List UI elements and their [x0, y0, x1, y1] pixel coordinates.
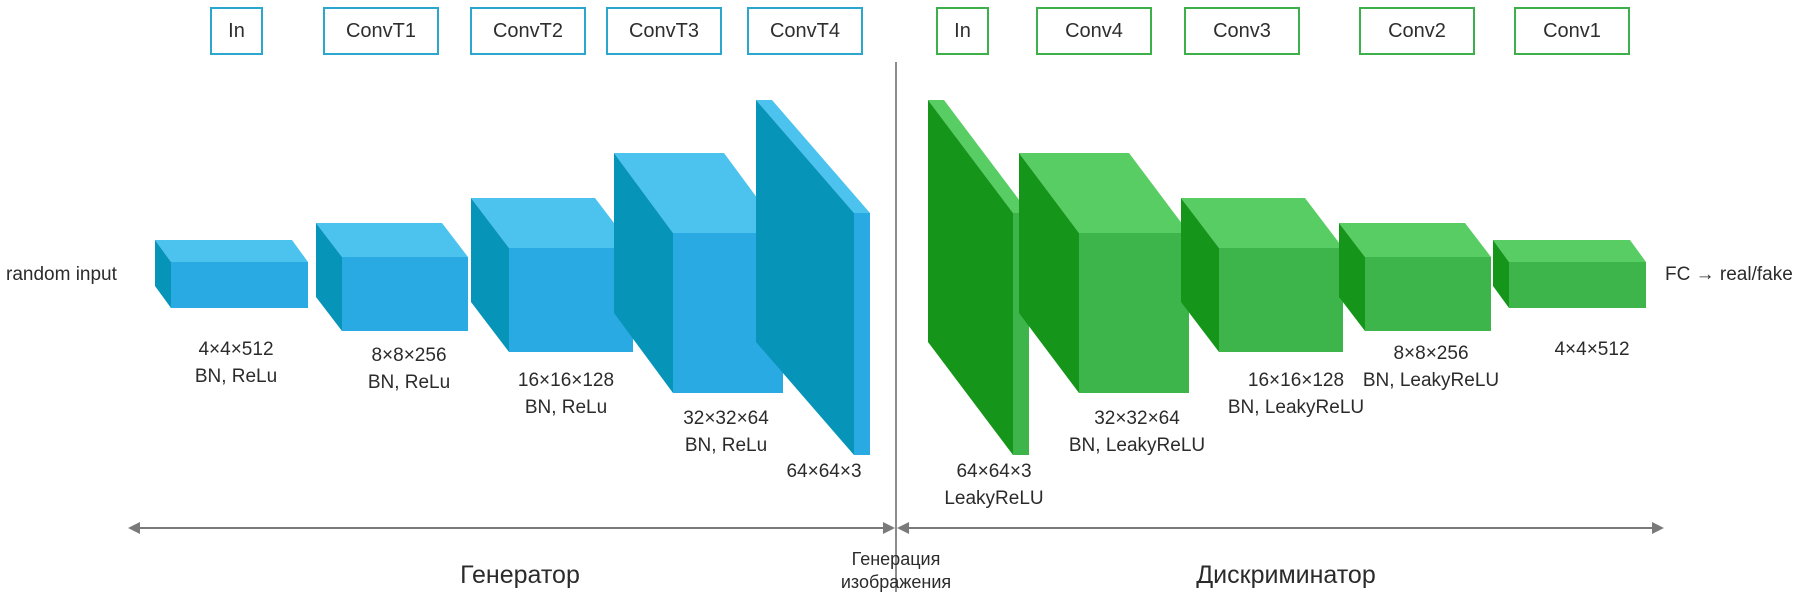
- dis-block-5-side: [1493, 240, 1509, 308]
- gen-layer-4-label: 32×32×64 BN, ReLu: [626, 405, 826, 459]
- gen-layer-3-dims: 16×16×128: [517, 370, 615, 391]
- generator-section-label: Генератор: [460, 561, 580, 589]
- gen-block-3-side: [471, 198, 509, 352]
- dis-block-3-front: [1219, 248, 1343, 352]
- dis-layer-3-ops: BN, LeakyReLU: [1227, 397, 1365, 418]
- gen-block-5-top: [756, 100, 870, 213]
- header-conv4: Conv4: [1036, 7, 1152, 55]
- gen-layer-1-label: 4×4×512 BN, ReLu: [136, 336, 336, 390]
- random-input-label: random input: [6, 264, 117, 285]
- dis-layer-3-dims: 16×16×128: [1247, 370, 1345, 391]
- gen-layer-5-label: 64×64×3: [724, 458, 924, 485]
- dis-layer-2-ops: BN, LeakyReLU: [1068, 435, 1206, 456]
- header-conv2: Conv2: [1359, 7, 1475, 55]
- dis-layer-3-label: 16×16×128 BN, LeakyReLU: [1196, 367, 1396, 421]
- gen-block-5-front: [854, 213, 870, 455]
- gen-layer-3-label: 16×16×128 BN, ReLu: [466, 367, 666, 421]
- header-convt1: ConvT1: [323, 7, 439, 55]
- gen-layer-2-ops: BN, ReLu: [367, 372, 451, 393]
- dis-layer-2-dims: 32×32×64: [1094, 408, 1180, 429]
- gen-block-2-front: [342, 257, 468, 331]
- gen-layer-1-dims: 4×4×512: [198, 339, 274, 360]
- header-gen-in: In: [210, 7, 263, 55]
- dis-layer-4-dims: 8×8×256: [1393, 343, 1469, 364]
- gen-layer-5-dims: 64×64×3: [786, 461, 862, 482]
- dis-block-4-top: [1339, 223, 1491, 257]
- gen-layer-4-ops: BN, ReLu: [684, 435, 768, 456]
- dis-layer-4-ops: BN, LeakyReLU: [1362, 370, 1500, 391]
- dis-block-5-front: [1509, 262, 1646, 308]
- gen-layer-4-dims: 32×32×64: [683, 408, 769, 429]
- gen-block-4-top: [614, 153, 783, 233]
- gen-layer-2-dims: 8×8×256: [371, 345, 447, 366]
- gen-block-1-front: [171, 262, 308, 308]
- dis-layer-1-label: 64×64×3 LeakyReLU: [894, 458, 1094, 512]
- header-conv1: Conv1: [1514, 7, 1630, 55]
- dis-layer-1-dims: 64×64×3: [956, 461, 1032, 482]
- image-generation-line-2: изображения: [840, 572, 952, 592]
- dis-block-2-top: [1019, 153, 1189, 233]
- fc-output-label: FC → real/fake: [1665, 264, 1793, 285]
- dis-layer-2-label: 32×32×64 BN, LeakyReLU: [1037, 405, 1237, 459]
- gen-layer-1-ops: BN, ReLu: [194, 366, 278, 387]
- header-convt3: ConvT3: [606, 7, 722, 55]
- gen-block-4-front: [673, 233, 783, 393]
- dis-layer-4-label: 8×8×256 BN, LeakyReLU: [1331, 340, 1531, 394]
- gen-block-3-top: [471, 198, 633, 248]
- dis-block-5-top: [1493, 240, 1646, 262]
- gen-block-2-top: [316, 223, 468, 257]
- dis-block-1-top: [928, 100, 1029, 213]
- gen-layer-3-ops: BN, ReLu: [524, 397, 608, 418]
- gen-block-1-side: [155, 240, 171, 308]
- discriminator-section-label: Дискриминатор: [1196, 561, 1376, 589]
- gen-block-3-front: [509, 248, 633, 352]
- gen-block-5-side: [756, 100, 854, 455]
- dis-layer-1-ops: LeakyReLU: [944, 488, 1044, 509]
- dis-block-4-front: [1365, 257, 1491, 331]
- gen-layer-2-label: 8×8×256 BN, ReLu: [309, 342, 509, 396]
- dis-block-1-side: [928, 100, 1013, 455]
- gen-block-2-side: [316, 223, 342, 331]
- dis-block-2-side: [1019, 153, 1079, 393]
- dis-layer-5-dims: 4×4×512: [1554, 339, 1630, 360]
- image-generation-line-1: Генерация: [851, 549, 941, 569]
- dis-block-2-front: [1079, 233, 1189, 393]
- header-conv3: Conv3: [1184, 7, 1300, 55]
- dis-layer-5-label: 4×4×512: [1492, 336, 1692, 363]
- dis-block-3-top: [1181, 198, 1343, 248]
- header-convt4: ConvT4: [747, 7, 863, 55]
- image-generation-label: Генерация изображения: [816, 548, 976, 594]
- header-dis-in: In: [936, 7, 989, 55]
- layer-blocks: [155, 100, 1646, 455]
- dis-block-4-side: [1339, 223, 1365, 331]
- header-convt2: ConvT2: [470, 7, 586, 55]
- dis-block-3-side: [1181, 198, 1219, 352]
- gen-block-4-side: [614, 153, 673, 393]
- gen-block-1-top: [155, 240, 308, 262]
